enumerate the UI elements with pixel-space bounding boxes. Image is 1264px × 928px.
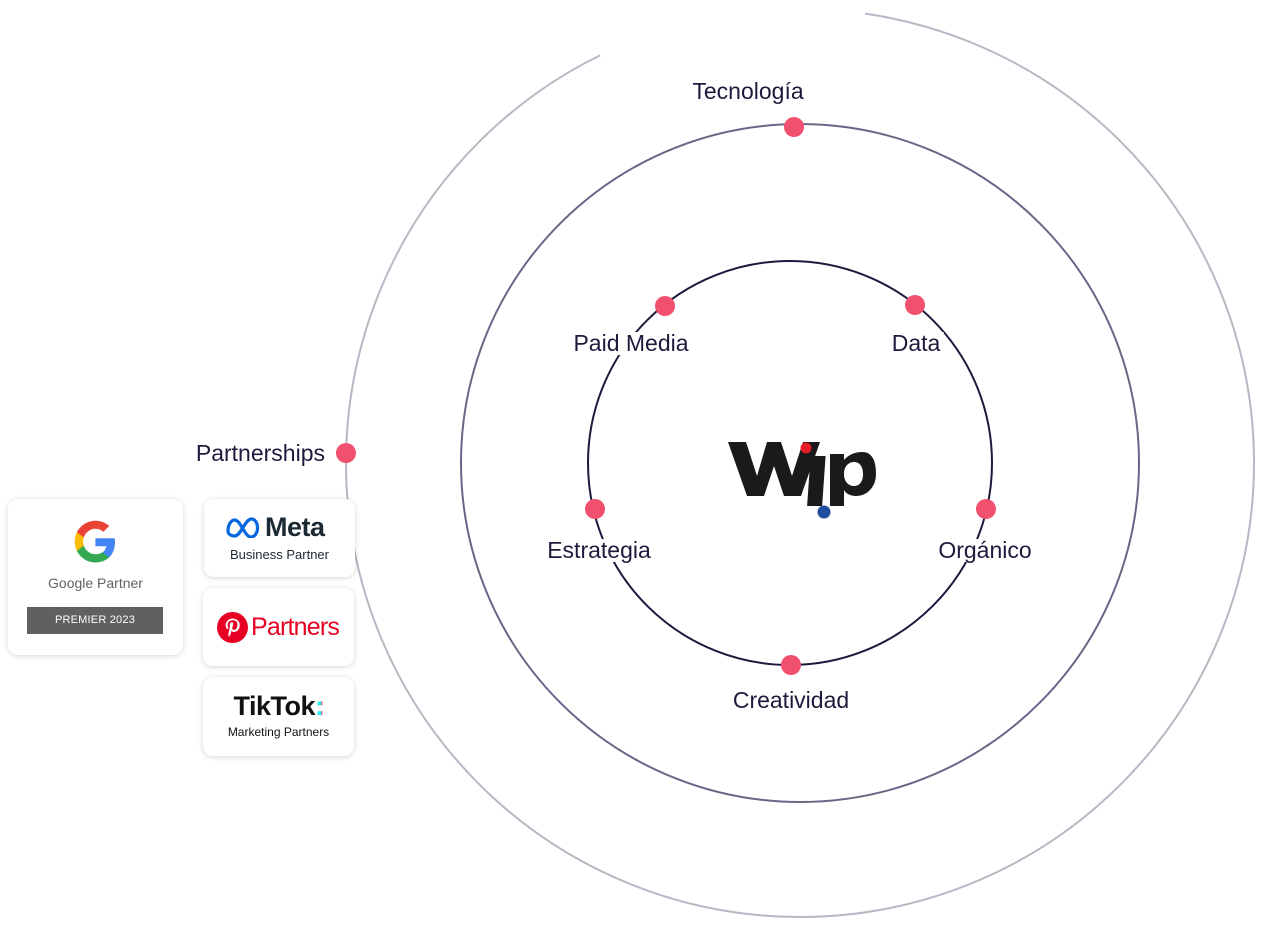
pinterest-logo: Partners [217,611,340,643]
tiktok-subtitle: Marketing Partners [227,725,330,739]
google-partner-title: Google Partner [48,575,143,591]
tiktok-wordmark: TikTok [233,691,316,721]
node-partnerships [336,443,356,463]
tiktok-colon-glyph: : [315,691,324,721]
pinterest-icon [217,611,248,643]
node-paid-media [655,296,675,316]
label-data: Data [888,332,944,355]
pinterest-wordmark: Partners [251,612,340,641]
node-creatividad [781,655,801,675]
meta-wordmark: Meta [265,511,325,542]
node-data [905,295,925,315]
node-organico [976,499,996,519]
tiktok-partner-card: TikTok: Marketing Partners [203,677,354,756]
tiktok-logo: TikTok: [203,691,354,722]
node-tecnologia [784,117,804,137]
google-g-icon [74,520,115,563]
meta-logo: Meta [225,511,325,542]
google-premier-badge: PREMIER 2023 [27,607,163,634]
label-partnerships: Partnerships [192,442,328,465]
wip-logo [728,442,876,519]
label-organico: Orgánico [935,539,1035,562]
label-paid-media: Paid Media [570,332,692,355]
label-tecnologia: Tecnología [689,80,807,103]
label-estrategia: Estrategia [544,539,654,562]
meta-infinity-icon [226,517,260,538]
node-estrategia [585,499,605,519]
google-partner-card: Google Partner PREMIER 2023 [8,499,183,655]
meta-subtitle: Business Partner [230,547,329,562]
label-creatividad: Creatividad [729,689,853,712]
meta-partner-card: Meta Business Partner [204,499,355,577]
pinterest-partner-card: Partners [203,588,354,666]
